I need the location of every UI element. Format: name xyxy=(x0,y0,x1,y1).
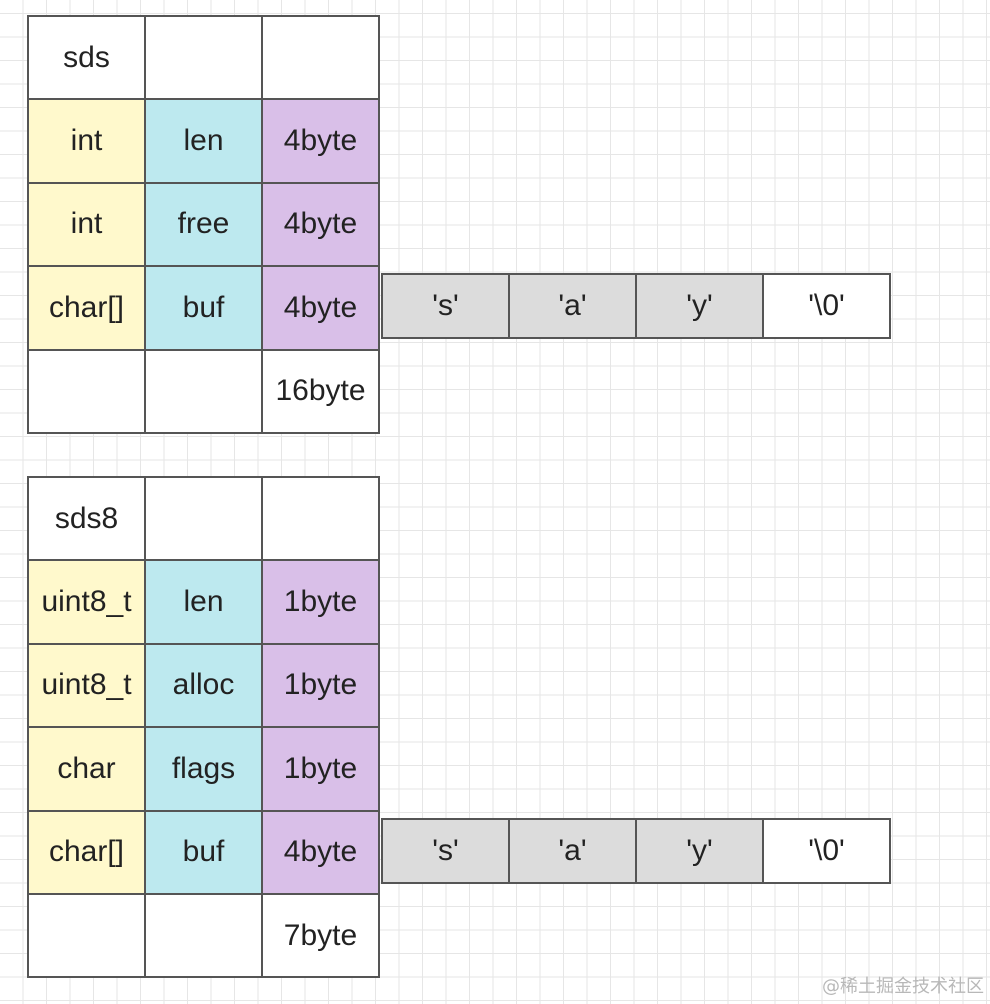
buf-char-cell: 'a' xyxy=(510,820,637,884)
field-size-cell: 1byte xyxy=(263,644,380,729)
buf-char-cell: 's' xyxy=(383,275,510,339)
field-type-cell: uint8_t xyxy=(29,561,146,645)
field-name-cell: buf xyxy=(146,811,263,895)
field-size-cell: 4byte xyxy=(263,811,380,895)
buf-char-cell: 'a' xyxy=(510,275,637,339)
field-size-cell: 1byte xyxy=(263,728,380,812)
empty-cell xyxy=(263,478,380,562)
empty-cell xyxy=(29,350,146,434)
field-name-cell: len xyxy=(146,561,263,645)
empty-cell xyxy=(146,478,263,562)
buf-char-cell: 's' xyxy=(383,820,510,884)
field-name-cell: alloc xyxy=(146,644,263,729)
empty-cell xyxy=(146,17,263,101)
field-size-cell: 1byte xyxy=(263,561,380,645)
struct-name-cell: sds8 xyxy=(29,478,146,562)
field-size-cell: 4byte xyxy=(263,100,380,184)
field-type-cell: char[] xyxy=(29,267,146,351)
field-type-cell: int xyxy=(29,100,146,184)
field-type-cell: char xyxy=(29,728,146,812)
field-type-cell: uint8_t xyxy=(29,644,146,729)
watermark: @稀土掘金技术社区 xyxy=(822,976,984,997)
struct-name-cell: sds xyxy=(29,17,146,101)
field-type-cell: char[] xyxy=(29,811,146,895)
field-name-cell: flags xyxy=(146,728,263,812)
field-name-cell: len xyxy=(146,100,263,184)
sds8-struct-table: sds8 uint8_t len 1byte uint8_t alloc 1by… xyxy=(27,476,380,979)
empty-cell xyxy=(29,894,146,979)
empty-cell xyxy=(146,894,263,979)
empty-cell xyxy=(263,17,380,101)
buf-terminator-cell: '\0' xyxy=(764,275,891,339)
field-name-cell: free xyxy=(146,183,263,268)
field-type-cell: int xyxy=(29,183,146,268)
sds8-buf-array: 's' 'a' 'y' '\0' xyxy=(381,818,891,884)
sds-struct-table: sds int len 4byte int free 4byte char[] … xyxy=(27,15,380,434)
buf-terminator-cell: '\0' xyxy=(764,820,891,884)
field-size-cell: 4byte xyxy=(263,183,380,268)
sds-buf-array: 's' 'a' 'y' '\0' xyxy=(381,273,891,339)
buf-char-cell: 'y' xyxy=(637,275,764,339)
total-size-cell: 7byte xyxy=(263,894,380,979)
field-name-cell: buf xyxy=(146,267,263,351)
total-size-cell: 16byte xyxy=(263,350,380,434)
field-size-cell: 4byte xyxy=(263,267,380,351)
empty-cell xyxy=(146,350,263,434)
buf-char-cell: 'y' xyxy=(637,820,764,884)
